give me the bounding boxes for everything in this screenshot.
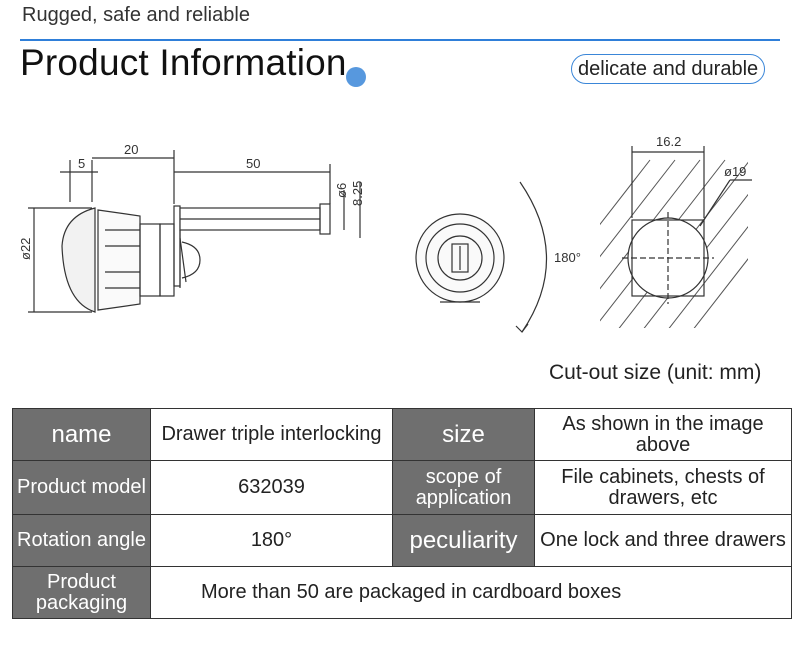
dim-20: 20 bbox=[124, 142, 138, 157]
spec-table: name Drawer triple interlocking size As … bbox=[12, 408, 792, 619]
spec-value: 180° bbox=[150, 514, 393, 567]
table-row: name Drawer triple interlocking size As … bbox=[12, 408, 792, 461]
spec-key: size bbox=[392, 408, 535, 461]
spec-key: Rotation angle bbox=[12, 514, 151, 567]
spec-value: 632039 bbox=[150, 460, 393, 515]
rotation-label: 180° bbox=[554, 250, 581, 265]
feature-badge: delicate and durable bbox=[571, 54, 766, 84]
spec-key: name bbox=[12, 408, 151, 461]
dim-cutout-dia: ø19 bbox=[724, 164, 746, 179]
dim-16-2: 16.2 bbox=[656, 134, 681, 149]
dim-8-25: 8.25 bbox=[350, 181, 365, 206]
spec-key: Product packaging bbox=[12, 566, 151, 619]
accent-rule bbox=[20, 39, 780, 41]
spec-key: Product model bbox=[12, 460, 151, 515]
dim-knob-dia: ø22 bbox=[18, 238, 33, 260]
spec-key: peculiarity bbox=[392, 514, 535, 567]
cutout-caption: Cut-out size (unit: mm) bbox=[549, 361, 762, 384]
spec-value: File cabinets, chests of drawers, etc bbox=[534, 460, 792, 515]
spec-key: scope of application bbox=[392, 460, 535, 515]
table-row: Product packaging More than 50 are packa… bbox=[12, 566, 792, 619]
tagline: Rugged, safe and reliable bbox=[22, 4, 250, 26]
spec-value: One lock and three drawers bbox=[534, 514, 792, 567]
table-row: Rotation angle 180° peculiarity One lock… bbox=[12, 514, 792, 567]
technical-drawing: 5 20 50 ø6 8.25 ø22 16.2 ø19 180° bbox=[18, 134, 752, 333]
dim-shaft-dia: ø6 bbox=[334, 183, 349, 198]
accent-dot-icon bbox=[346, 67, 366, 87]
table-row: Product model 632039 scope of applicatio… bbox=[12, 460, 792, 515]
dim-50: 50 bbox=[246, 156, 260, 171]
spec-value: More than 50 are packaged in cardboard b… bbox=[150, 566, 792, 619]
page-title: Product Information bbox=[20, 42, 347, 83]
spec-value: As shown in the image above bbox=[534, 408, 792, 461]
dim-5: 5 bbox=[78, 156, 85, 171]
spec-value: Drawer triple interlocking bbox=[150, 408, 393, 461]
